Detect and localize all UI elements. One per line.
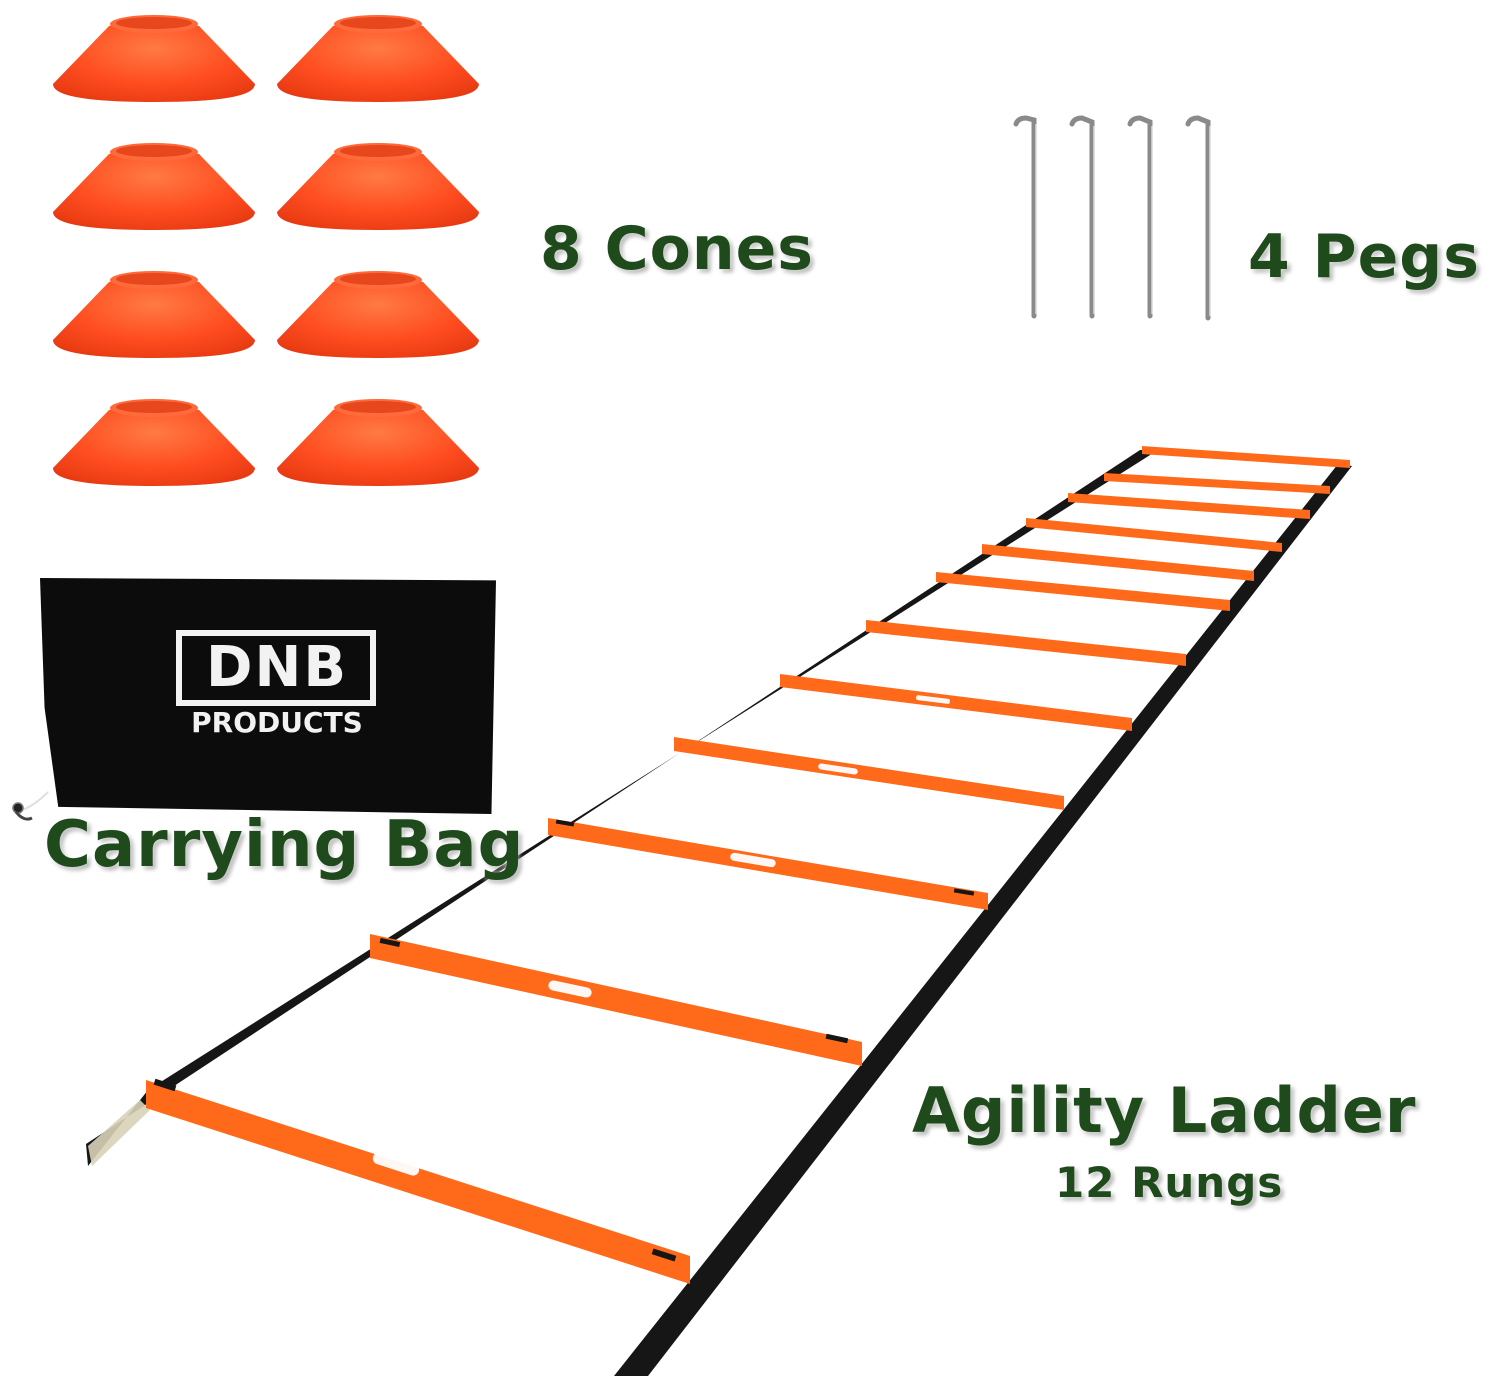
cone-8 (277, 399, 479, 486)
ladder-straps (86, 450, 1352, 1376)
peg-2 (1069, 115, 1095, 319)
cone-6 (277, 271, 479, 358)
peg-1 (1013, 115, 1037, 319)
peg-3 (1127, 115, 1153, 319)
cone-4 (277, 143, 479, 230)
cones-label: 8 Cones (540, 214, 815, 284)
rungs-count-label: 12 Rungs (1055, 1158, 1284, 1207)
rung-12 (146, 1080, 690, 1284)
rung-1 (1142, 446, 1350, 468)
rung-7 (866, 620, 1186, 666)
carrying-bag (40, 578, 496, 814)
rung-2 (1104, 473, 1330, 494)
cone-7 (53, 399, 255, 486)
agility-ladder-label: Agility Ladder (912, 1074, 1417, 1147)
cone-1 (53, 15, 255, 102)
cone-5 (53, 271, 255, 358)
bag-logo-products: PRODUCTS (191, 706, 363, 739)
rung-3 (1068, 493, 1310, 519)
bag-logo-dnb: DNB (205, 635, 349, 700)
right-strap (614, 464, 1352, 1376)
rung-4 (1026, 518, 1282, 552)
cone-3 (53, 143, 255, 230)
rung-9 (674, 737, 1064, 810)
rung-6 (936, 572, 1230, 611)
peg-4 (1185, 115, 1211, 321)
rung-5 (982, 544, 1254, 581)
carrying-bag-label: Carrying Bag (44, 808, 525, 882)
bag-logo-frame (176, 630, 376, 706)
rung-11 (370, 934, 862, 1066)
pegs-label: 4 Pegs (1248, 222, 1480, 292)
pegs-group (1013, 115, 1211, 321)
cone-2 (277, 15, 479, 102)
cones-group (53, 15, 479, 486)
bag-drawstring-icon (12, 791, 49, 821)
rung-8 (780, 674, 1132, 731)
ladder-rungs (146, 446, 1350, 1284)
